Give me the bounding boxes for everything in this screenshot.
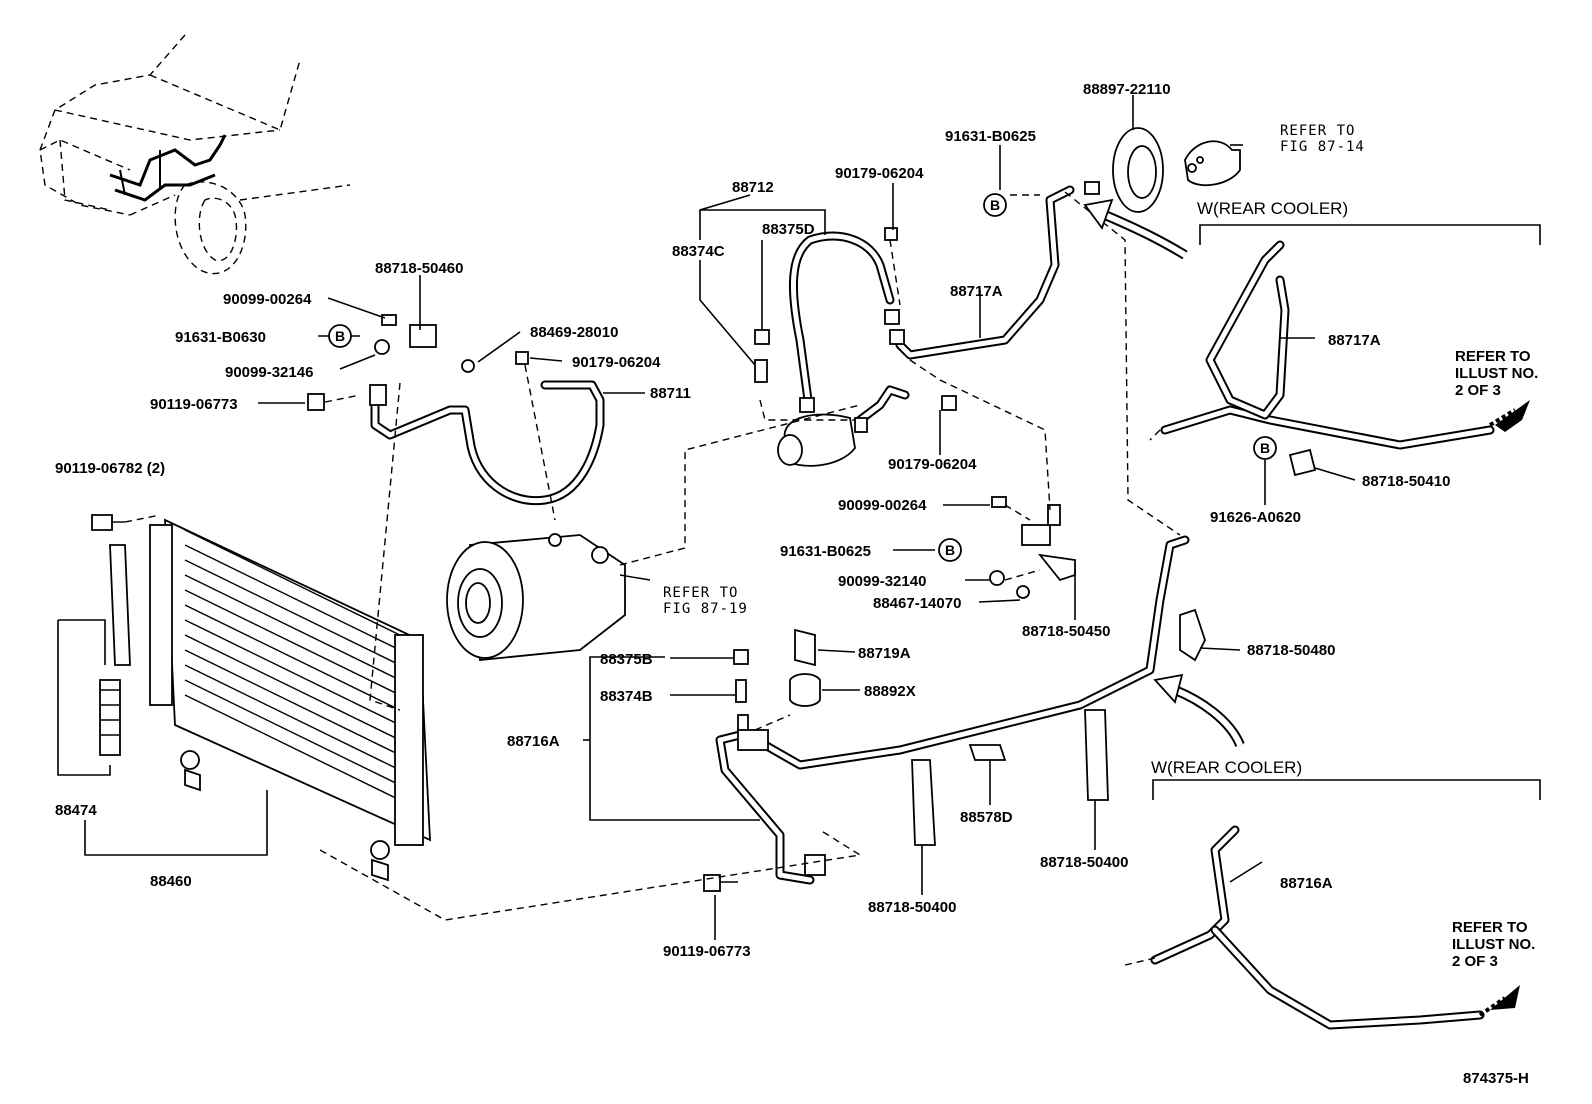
small-parts: [307, 127, 1317, 892]
part-91631-b0625-mid: 91631-B0625: [780, 543, 871, 560]
part-90119-06782: 90119-06782 (2): [55, 460, 165, 477]
part-90099-32140: 90099-32140: [838, 573, 926, 590]
rear-cooler-header-top: W(REAR COOLER): [1197, 199, 1348, 218]
part-88374c: 88374C: [672, 243, 725, 260]
part-88712: 88712: [732, 179, 774, 196]
part-90099-00264-left: 90099-00264: [223, 291, 312, 308]
part-88717a-right: 88717A: [1328, 332, 1381, 349]
ref-illust-bottom: REFER TO ILLUST NO. 2 OF 3: [1452, 919, 1535, 970]
ref-line-2: FIG 87-19: [663, 601, 748, 617]
b-marker-mid: B: [938, 538, 962, 562]
flow-arrows: [1083, 198, 1530, 1017]
part-91626-a0620: 91626-A0620: [1210, 509, 1301, 526]
part-91631-b0630: 91631-B0630: [175, 329, 266, 346]
part-88719a: 88719A: [858, 645, 911, 662]
part-90179-06204-top: 90179-06204: [835, 165, 924, 182]
compressor: [446, 533, 651, 661]
part-88718-50450: 88718-50450: [1022, 623, 1110, 640]
part-88892x: 88892X: [864, 683, 916, 700]
part-88718-50400-b: 88718-50400: [1040, 854, 1128, 871]
part-90099-00264-mid: 90099-00264: [838, 497, 927, 514]
b-marker-top: B: [983, 193, 1007, 217]
part-90119-06773-bottom: 90119-06773: [663, 943, 751, 960]
part-88374b: 88374B: [600, 688, 653, 705]
part-88467-14070: 88467-14070: [873, 595, 961, 612]
part-88718-50460: 88718-50460: [375, 260, 463, 277]
ref-fig-87-14: REFER TO FIG 87-14: [1280, 123, 1365, 155]
ref-line-1: REFER TO: [663, 585, 738, 601]
part-88375b: 88375B: [600, 651, 653, 668]
part-88716a-right: 88716A: [1280, 875, 1333, 892]
b-marker-right: B: [1253, 436, 1277, 460]
part-88460: 88460: [150, 873, 192, 890]
ref-line-1: REFER TO: [1280, 123, 1355, 139]
ref-illust-top: REFER TO ILLUST NO. 2 OF 3: [1455, 348, 1538, 399]
part-88718-50400-a: 88718-50400: [868, 899, 956, 916]
part-91631-b0625-top: 91631-B0625: [945, 128, 1036, 145]
part-90119-06773-left: 90119-06773: [150, 396, 238, 413]
car-illustration: [39, 34, 351, 275]
part-90179-06204-left: 90179-06204: [572, 354, 661, 371]
b-marker-label: B: [990, 197, 1000, 213]
ref-line-2: FIG 87-14: [1280, 139, 1365, 155]
part-88717a-mid: 88717A: [950, 283, 1003, 300]
part-88897-22110: 88897-22110: [1083, 81, 1171, 98]
leader-lines: [57, 95, 1541, 940]
part-88711: 88711: [650, 385, 691, 402]
b-marker-label: B: [945, 542, 955, 558]
part-88474: 88474: [55, 802, 97, 819]
b-markers: B B B B: [328, 193, 1277, 562]
part-88718-50480: 88718-50480: [1247, 642, 1335, 659]
part-90099-32146: 90099-32146: [225, 364, 313, 381]
ref-line-2: ILLUST NO.: [1452, 936, 1535, 953]
part-88375d: 88375D: [762, 221, 815, 238]
part-labels: 88897-22110 91631-B0625 90179-06204 8871…: [55, 81, 1450, 960]
ref-line-1: REFER TO: [1455, 348, 1531, 365]
pipes: [370, 185, 1495, 1030]
ref-line-1: REFER TO: [1452, 919, 1528, 936]
diagram-code: 874375-H: [1463, 1070, 1529, 1087]
part-88578d: 88578D: [960, 809, 1013, 826]
condenser: [91, 514, 431, 882]
ref-line-3: 2 OF 3: [1455, 382, 1501, 399]
part-88716a-left: 88716A: [507, 733, 560, 750]
ref-fig-87-19: REFER TO FIG 87-19: [663, 585, 748, 617]
part-88469-28010: 88469-28010: [530, 324, 618, 341]
ref-line-2: ILLUST NO.: [1455, 365, 1538, 382]
b-marker-left: B: [328, 324, 352, 348]
b-marker-label: B: [1260, 440, 1270, 456]
part-90179-06204-mid: 90179-06204: [888, 456, 977, 473]
rear-cooler-header-bottom: W(REAR COOLER): [1151, 758, 1302, 777]
ref-line-3: 2 OF 3: [1452, 953, 1498, 970]
part-88718-50410: 88718-50410: [1362, 473, 1450, 490]
b-marker-label: B: [335, 328, 345, 344]
